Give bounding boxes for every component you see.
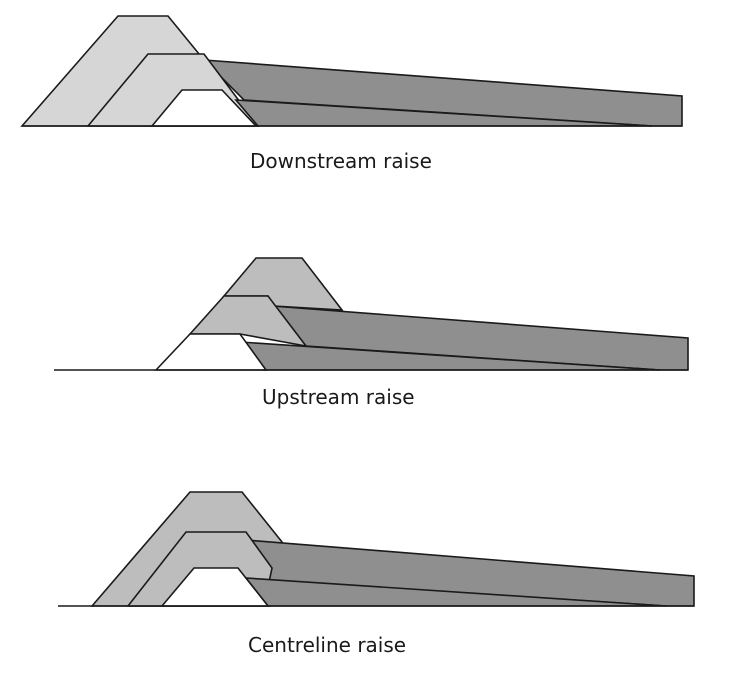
- panel-downstream-raise: Downstream raise: [20, 15, 683, 173]
- panel-centreline-raise: Centreline raise: [58, 491, 695, 657]
- downstream-caption: Downstream raise: [250, 149, 432, 173]
- centreline-caption: Centreline raise: [248, 633, 406, 657]
- upstream-starter-dyke: [154, 333, 268, 371]
- upstream-caption: Upstream raise: [262, 385, 415, 409]
- panel-upstream-raise: Upstream raise: [54, 257, 689, 409]
